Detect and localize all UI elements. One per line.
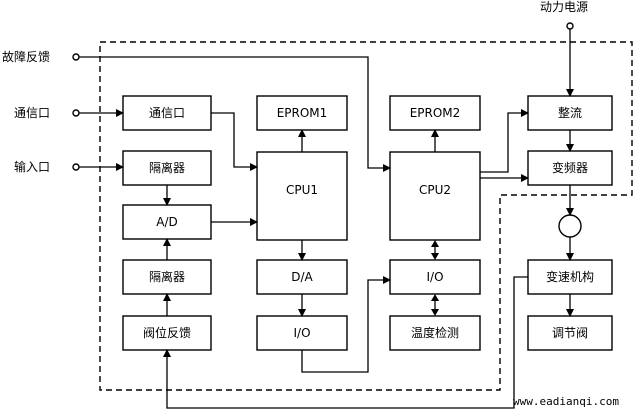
arrow-down-io2 xyxy=(431,253,439,260)
block-regulating-valve: 调节阀 xyxy=(527,315,613,351)
svg-text:I/O: I/O xyxy=(426,270,443,284)
block-io2: I/O xyxy=(389,259,481,295)
svg-text:CPU2: CPU2 xyxy=(419,183,451,197)
svg-text:阀位反馈: 阀位反馈 xyxy=(143,325,191,340)
power-label: 动力电源 xyxy=(540,0,588,14)
block-rectifier: 整流 xyxy=(527,95,613,131)
wire-io1-to-io2 xyxy=(301,276,391,373)
block-speed-mechanism: 变速机构 xyxy=(527,259,613,295)
svg-text:变速机构: 变速机构 xyxy=(546,269,594,284)
block-eprom2: EPROM2 xyxy=(389,95,481,131)
svg-text:A/D: A/D xyxy=(156,215,178,229)
fault-feedback-label: 故障反馈 xyxy=(2,49,50,64)
block-da: D/A xyxy=(256,259,348,295)
block-inverter: 变频器 xyxy=(527,150,613,186)
svg-text:变频器: 变频器 xyxy=(552,160,588,175)
block-isolator-1: 隔离器 xyxy=(122,150,212,186)
block-cpu1: CPU1 xyxy=(256,151,348,241)
block-io1: I/O xyxy=(256,315,348,351)
wire-fault-to-cpu2 xyxy=(79,56,391,172)
arrow-up-cpu2 xyxy=(431,240,439,247)
block-cpu2: CPU2 xyxy=(389,151,481,241)
block-ad: A/D xyxy=(122,204,212,240)
svg-text:EPROM1: EPROM1 xyxy=(277,106,328,120)
motor-symbol xyxy=(558,214,582,238)
svg-text:温度检测: 温度检测 xyxy=(411,325,459,340)
svg-text:D/A: D/A xyxy=(291,270,313,284)
wire-valve-position-feedback xyxy=(163,276,528,409)
input-terminal xyxy=(72,163,80,171)
svg-text:隔离器: 隔离器 xyxy=(149,269,185,284)
svg-text:CPU1: CPU1 xyxy=(286,183,318,197)
svg-text:I/O: I/O xyxy=(293,326,310,340)
input-port-label: 输入口 xyxy=(14,159,50,174)
arrow-up-io2 xyxy=(431,294,439,301)
svg-text:隔离器: 隔离器 xyxy=(149,160,185,175)
controller-boundary xyxy=(99,41,633,391)
power-terminal xyxy=(566,22,574,30)
wire-comm-to-cpu1 xyxy=(211,112,258,171)
block-comm-port: 通信口 xyxy=(122,95,212,131)
svg-text:整流: 整流 xyxy=(558,105,582,120)
block-valve-feedback: 阀位反馈 xyxy=(122,315,212,351)
block-temp-detect: 温度检测 xyxy=(389,315,481,351)
watermark: www.eadianqi.com xyxy=(513,395,619,408)
block-eprom1: EPROM1 xyxy=(256,95,348,131)
comm-terminal xyxy=(72,109,80,117)
svg-text:EPROM2: EPROM2 xyxy=(410,106,461,120)
comm-port-label: 通信口 xyxy=(14,106,50,120)
fault-terminal xyxy=(72,53,80,61)
block-isolator-2: 隔离器 xyxy=(122,259,212,295)
svg-text:调节阀: 调节阀 xyxy=(552,326,588,340)
svg-text:通信口: 通信口 xyxy=(149,106,185,120)
arrow-down-temp xyxy=(431,309,439,316)
wire-cpu2-to-rectifier xyxy=(480,109,529,173)
